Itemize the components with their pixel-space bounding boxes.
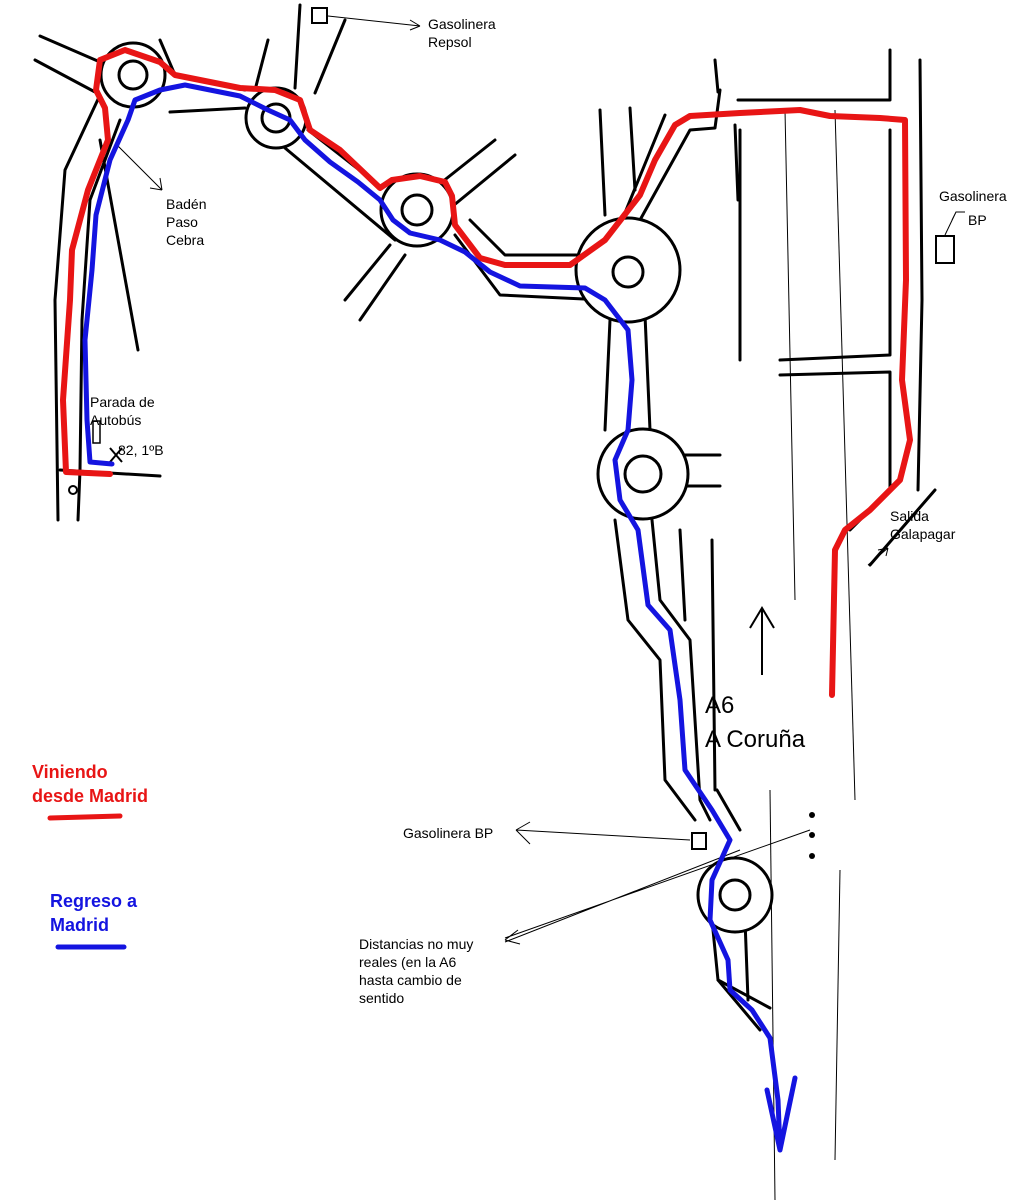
roundabout-5-island: [623, 454, 663, 494]
label-gas-repsol-line1: Gasolinera: [428, 16, 496, 32]
roundabout-3-island: [400, 193, 434, 227]
roundabout-6-island: [718, 878, 752, 912]
bus-stop-icon: [92, 420, 101, 444]
road-network: [33, 3, 937, 1032]
label-baden-line1: Badén: [166, 196, 207, 212]
destination-cross-icon: [109, 447, 123, 463]
gas-station-square-icon: [311, 7, 328, 24]
highway-a6: [769, 109, 856, 1200]
roundabouts: [99, 41, 774, 934]
up-arrow-icon: [749, 606, 775, 675]
label-gas-bp-bottom: Gasolinera BP: [403, 825, 494, 841]
map-icons: [68, 7, 955, 859]
label-highway-name: A6: [705, 692, 735, 719]
label-note-line4: sentido: [359, 990, 405, 1006]
annotation-lines: [117, 15, 965, 945]
label-note-line1: Distancias no muy: [359, 936, 474, 952]
legend-outbound-swatch: [47, 813, 123, 821]
return-route: [82, 82, 798, 1153]
outbound-route: [60, 47, 913, 698]
label-gas-repsol-line2: Repsol: [428, 34, 472, 50]
label-highway-destination: A Coruña: [705, 726, 806, 753]
gas-station-square-icon: [935, 235, 955, 264]
label-bus-stop-line1: Parada de: [90, 394, 155, 410]
label-exit-line2: Galapagar: [890, 526, 956, 542]
dot-icon: [809, 832, 815, 838]
dot-icon: [809, 853, 815, 859]
legend-outbound-line2: desde Madrid: [32, 786, 149, 806]
label-gas-bp-top-line2: BP: [968, 212, 987, 228]
legend-return-line2: Madrid: [50, 915, 110, 935]
roundabout-4-island: [611, 255, 645, 289]
dot-icon: [809, 812, 815, 818]
roundabout-1-island: [117, 59, 149, 91]
legend-return-line1: Regreso a: [50, 891, 138, 911]
gas-station-square-icon: [691, 832, 707, 850]
label-exit-line1: Salida: [890, 508, 929, 524]
label-bus-stop-line2: Autobús: [90, 412, 142, 428]
label-gas-bp-top-line1: Gasolinera: [939, 188, 1007, 204]
label-note-line2: reales (en la A6: [359, 954, 457, 970]
label-baden-line3: Cebra: [166, 232, 205, 248]
label-address: 82, 1ºB: [118, 442, 164, 458]
marker-dot-icon: [68, 485, 78, 495]
label-note-line3: hasta cambio de: [359, 972, 462, 988]
legend-outbound-line1: Viniendo: [32, 762, 108, 782]
label-baden-line2: Paso: [166, 214, 198, 230]
